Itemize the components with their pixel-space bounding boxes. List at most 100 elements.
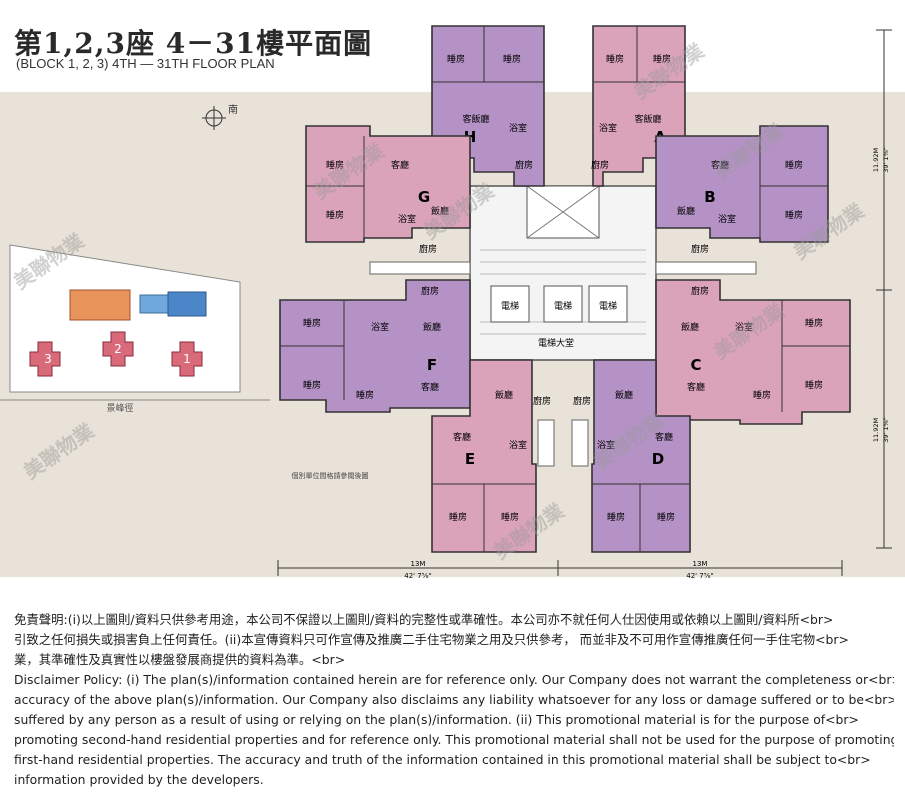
unit-h-bedroom-1: 睡房 xyxy=(447,53,465,65)
north-label: 南 xyxy=(228,103,238,116)
unit-c-shape xyxy=(655,279,851,425)
unit-e: 睡房 睡房 飯廳 客廳 浴室 廚房 E xyxy=(431,359,551,553)
unit-e-kitchen: 廚房 xyxy=(533,395,551,407)
unit-f-bathroom: 浴室 xyxy=(371,321,389,333)
lift-2 xyxy=(543,285,583,323)
disclaimer-line: 業，其準確性及真實性以樓盤發展商提供的資料為準。<br> xyxy=(14,652,346,667)
disclaimer-line: Disclaimer Policy: (i) The plan(s)/infor… xyxy=(14,672,894,687)
unit-h-kitchen: 廚房 xyxy=(515,159,533,171)
unit-e-bedroom-2: 睡房 xyxy=(501,511,519,523)
unit-e-dining: 飯廳 xyxy=(495,389,513,401)
disclaimer-line: promoting second-hand residential proper… xyxy=(14,732,894,747)
unit-a-kitchen: 廚房 xyxy=(591,159,609,171)
lift-3-label: 電梯 xyxy=(599,300,617,312)
dim-bottom-ft: 39' 1⅜" xyxy=(882,417,890,443)
unit-d-letter: D xyxy=(652,450,664,468)
lift-2-label: 電梯 xyxy=(554,300,572,312)
lift-1-label: 電梯 xyxy=(501,300,519,312)
disclaimer-block: 免責聲明:(i)以上圖則/資料只供參考用途，本公司不保證以上圖則/資料的完整性或… xyxy=(14,610,894,790)
unit-b-bathroom: 浴室 xyxy=(718,213,736,225)
unit-f-bedroom-2: 睡房 xyxy=(303,379,321,391)
unit-f-shape xyxy=(279,279,471,413)
block-1-shape xyxy=(171,341,203,377)
unit-f-letter: F xyxy=(427,356,437,374)
block-2-shape xyxy=(102,331,134,367)
unit-d-shape xyxy=(591,359,691,553)
disclaimer-line: first-hand residential properties. The a… xyxy=(14,752,871,767)
unit-d: 睡房 睡房 飯廳 客廳 浴室 廚房 D xyxy=(573,359,691,553)
unit-g-bedroom-2: 睡房 xyxy=(326,209,344,221)
unit-b-dining: 飯廳 xyxy=(677,205,695,217)
unit-f-kitchen: 廚房 xyxy=(421,285,439,297)
unit-h-bathroom: 浴室 xyxy=(509,122,527,134)
unit-c-living: 客廳 xyxy=(687,381,705,393)
unit-f-dining: 飯廳 xyxy=(423,321,441,333)
bottom-dimension-lines xyxy=(277,560,843,576)
unit-d-bedroom-2: 睡房 xyxy=(657,511,675,523)
right-dimension-lines xyxy=(876,29,892,549)
unit-c-bedroom-3: 睡房 xyxy=(753,389,771,401)
dim-top-ft: 39' 1⅜" xyxy=(882,147,890,173)
dim-right-m: 13M xyxy=(693,560,708,568)
dim-left-m: 13M xyxy=(411,560,426,568)
light-wells xyxy=(369,261,757,467)
unit-b: 睡房 睡房 客廳 飯廳 浴室 廚房 B xyxy=(655,125,829,255)
unit-g-bedroom-1: 睡房 xyxy=(326,159,344,171)
unit-f: 睡房 睡房 睡房 飯廳 客廳 浴室 廚房 F xyxy=(279,279,471,413)
unit-b-bedroom-2: 睡房 xyxy=(785,209,803,221)
block-2-label: 2 xyxy=(114,342,122,356)
unit-b-kitchen: 廚房 xyxy=(691,243,709,255)
disclaimer-line: accuracy of the above plan(s)/informatio… xyxy=(14,692,894,707)
unit-g-shape xyxy=(305,125,471,243)
unit-a-bedroom-2: 睡房 xyxy=(653,53,671,65)
unit-g-bathroom: 浴室 xyxy=(398,213,416,225)
tennis-court xyxy=(69,289,131,321)
unit-f-bedroom-1: 睡房 xyxy=(303,317,321,329)
unit-f-living: 客廳 xyxy=(421,381,439,393)
disclaimer-line: information provided by the developers. xyxy=(14,772,264,787)
reference-note: 個別單位間格請參閱後圖 xyxy=(292,471,369,480)
unit-d-bedroom-1: 睡房 xyxy=(607,511,625,523)
unit-e-bedroom-1: 睡房 xyxy=(449,511,467,523)
unit-d-living: 客廳 xyxy=(655,431,673,443)
block-1-label: 1 xyxy=(183,352,191,366)
unit-h-bedroom-2: 睡房 xyxy=(503,53,521,65)
unit-e-bathroom: 浴室 xyxy=(509,439,527,451)
unit-f-bedroom-3: 睡房 xyxy=(356,389,374,401)
unit-c-bathroom: 浴室 xyxy=(735,321,753,333)
page-subtitle: (BLOCK 1, 2, 3) 4TH — 31TH FLOOR PLAN xyxy=(16,56,275,71)
road-label: 景峰徑 xyxy=(106,402,133,414)
dim-left-ft: 42' 7⅝" xyxy=(404,572,432,580)
lift-3 xyxy=(588,285,628,323)
pool-small xyxy=(139,294,171,314)
disclaimer-line: 引致之任何損失或損害負上任何責任。(ii)本宣傳資料只可作宣傳及推廣二手住宅物業… xyxy=(14,632,849,647)
central-core: 電梯 電梯 電梯 電梯大堂 xyxy=(469,185,657,361)
unit-a-bathroom: 浴室 xyxy=(599,122,617,134)
floor-plan-diagram: 3 2 1 景峰徑 南 電梯 電梯 電梯 電梯大堂 睡房 睡房 客飯廳 xyxy=(0,25,905,580)
unit-c-bedroom-2: 睡房 xyxy=(805,379,823,391)
stair-diagonal-2 xyxy=(526,185,600,239)
unit-b-bedroom-1: 睡房 xyxy=(785,159,803,171)
disclaimer-line: 免責聲明:(i)以上圖則/資料只供參考用途，本公司不保證以上圖則/資料的完整性或… xyxy=(14,612,834,627)
disclaimer-line: suffered by any person as a result of us… xyxy=(14,712,859,727)
unit-g-living: 客廳 xyxy=(391,159,409,171)
unit-a-bedroom-1: 睡房 xyxy=(606,53,624,65)
unit-c: 睡房 睡房 睡房 飯廳 客廳 浴室 廚房 C xyxy=(655,279,851,425)
unit-g-kitchen: 廚房 xyxy=(419,243,437,255)
unit-d-kitchen: 廚房 xyxy=(573,395,591,407)
unit-g-dining: 飯廳 xyxy=(431,205,449,217)
unit-c-letter: C xyxy=(690,356,701,374)
unit-d-bathroom: 浴室 xyxy=(597,439,615,451)
page-title: 第1,2,3座 4－31樓平面圖 xyxy=(14,27,373,60)
dim-bottom-m: 11.92M xyxy=(872,418,880,442)
dim-top-m: 11.92M xyxy=(872,148,880,172)
unit-e-letter: E xyxy=(465,450,475,468)
lift-lobby-label: 電梯大堂 xyxy=(538,337,574,349)
unit-a-living-dining: 客飯廳 xyxy=(634,113,661,125)
unit-g: 睡房 睡房 客廳 飯廳 浴室 廚房 G xyxy=(305,125,471,255)
unit-c-dining: 飯廳 xyxy=(681,321,699,333)
lift-1 xyxy=(490,285,530,323)
unit-e-shape xyxy=(431,359,537,553)
unit-h-living-dining: 客飯廳 xyxy=(462,113,489,125)
unit-d-dining: 飯廳 xyxy=(615,389,633,401)
